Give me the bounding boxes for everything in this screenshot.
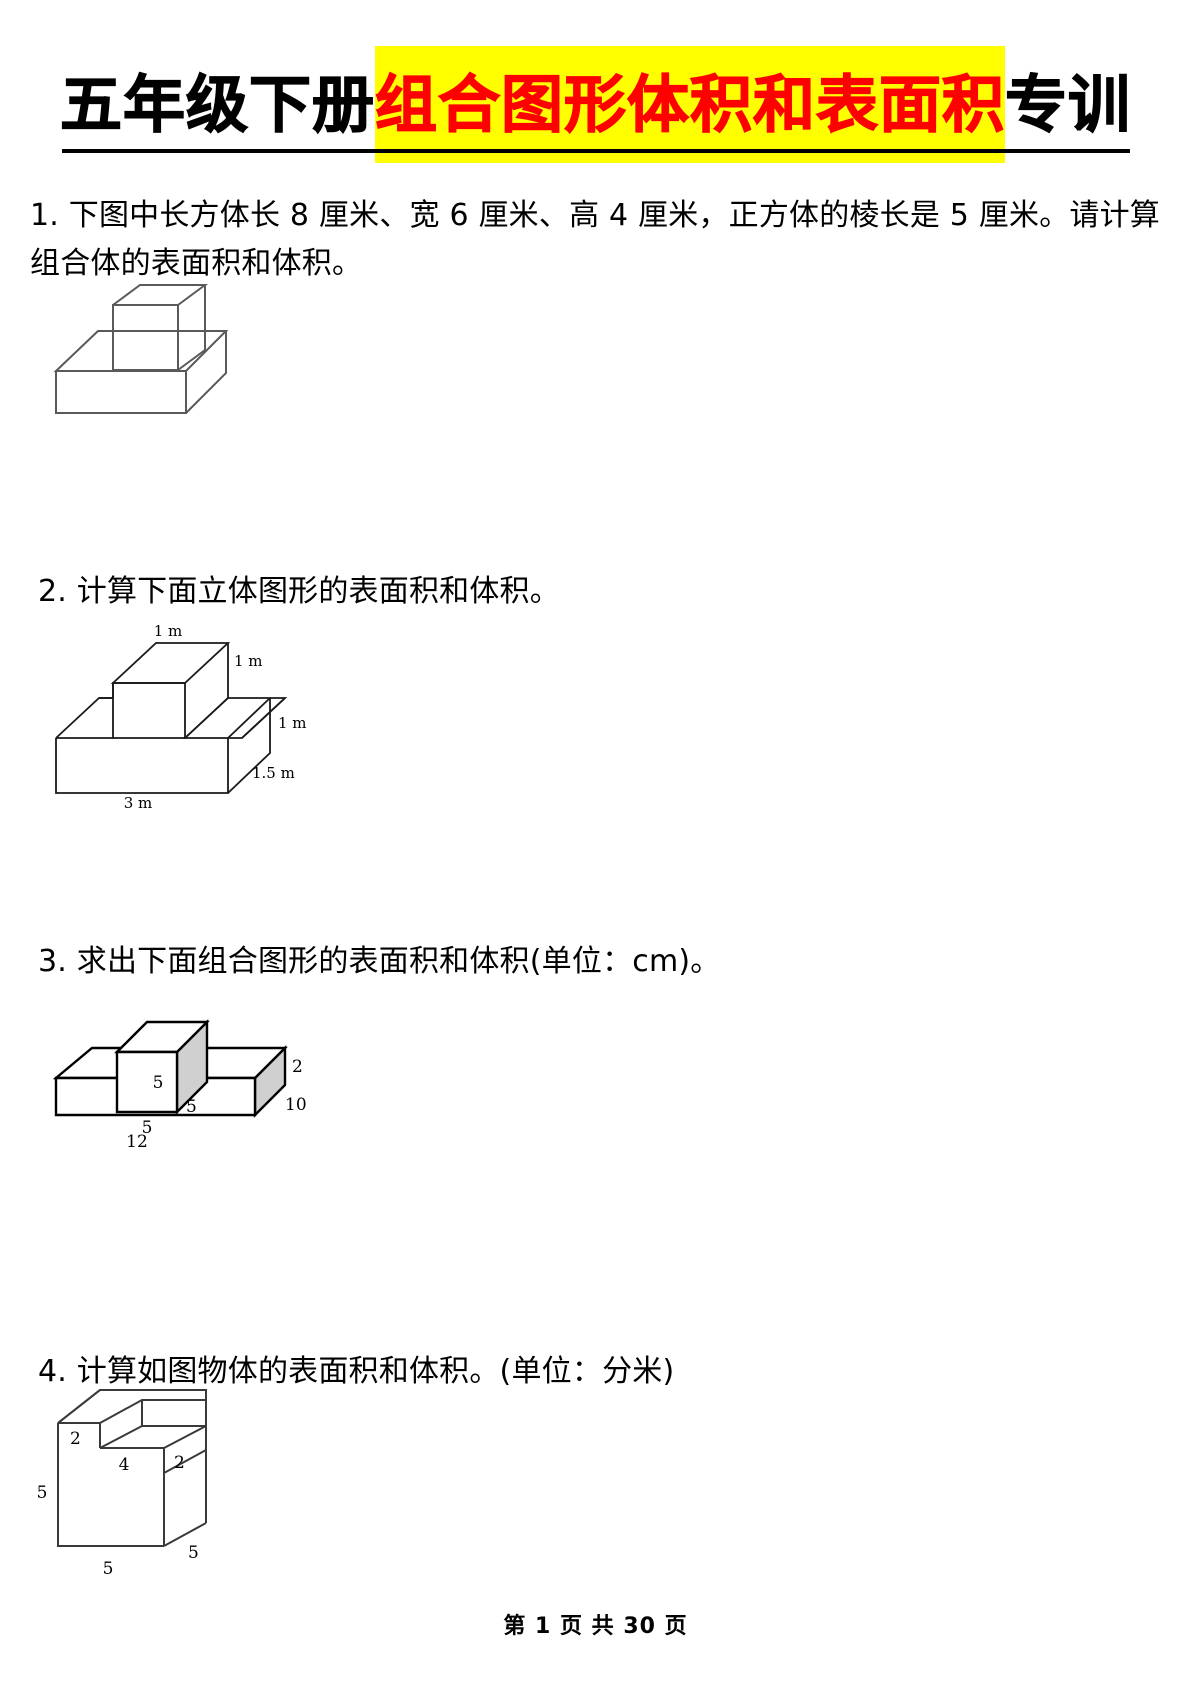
figure-4-label-groove-width: 4 (119, 1455, 130, 1475)
figure-3-label-cube-side: 5 (186, 1097, 197, 1117)
figure-2-label-base-width: 3 m (124, 794, 153, 808)
figure-4-label-cube-side-right: 5 (188, 1543, 199, 1563)
figure-2-label-depth: 1.5 m (252, 764, 295, 782)
figure-3-label-slab-thickness: 2 (292, 1057, 303, 1077)
title-segment-suffix: 专训 (1004, 67, 1132, 141)
figure-4-label-groove-depth-left: 2 (70, 1429, 81, 1449)
figure-3-label-cube-front: 5 (142, 1118, 153, 1138)
figure-4-label-cube-front-bottom: 5 (103, 1559, 114, 1578)
question-3-text: 3. 求出下面组合图形的表面积和体积(单位：cm)。 (38, 944, 721, 979)
figure-4-label-cube-height: 5 (37, 1483, 48, 1503)
figure-2-label-top-width: 1 m (154, 622, 183, 640)
figure-2-label-lower-height: 1 m (278, 714, 307, 732)
figure-3-label-slab-depth: 10 (285, 1095, 307, 1115)
question-1-text: 1. 下图中长方体长 8 厘米、宽 6 厘米、高 4 厘米，正方体的棱长是 5 … (30, 198, 1160, 281)
question-4-text: 4. 计算如图物体的表面积和体积。(单位：分米) (38, 1354, 675, 1389)
figure-1-cube-on-prism (40, 283, 250, 428)
figure-4-label-groove-depth-right: 2 (174, 1453, 185, 1473)
page-title: 五年级下册组合图形体积和表面积专训 (0, 46, 1191, 163)
title-underline-rule (62, 149, 1130, 153)
title-line: 五年级下册组合图形体积和表面积专训 (58, 46, 1133, 163)
page-footer: 第 1 页 共 30 页 (503, 1614, 688, 1639)
figure-3-label-cube-height: 5 (153, 1073, 164, 1093)
figure-2-staircase-solid: 1 m 1 m 1 m 1.5 m 3 m (38, 618, 358, 813)
figure-3-cube-on-slab: 5 5 5 2 10 12 (40, 1000, 340, 1170)
question-2-text: 2. 计算下面立体图形的表面积和体积。 (38, 574, 560, 609)
figure-2-label-upper-height: 1 m (234, 652, 263, 670)
figure-3-label-slab-width: 12 (126, 1132, 148, 1152)
title-segment-highlight: 组合图形体积和表面积 (374, 46, 1005, 163)
title-segment-prefix: 五年级下册 (59, 67, 375, 141)
figure-4-grooved-cube: 2 4 2 5 5 5 (28, 1378, 258, 1583)
